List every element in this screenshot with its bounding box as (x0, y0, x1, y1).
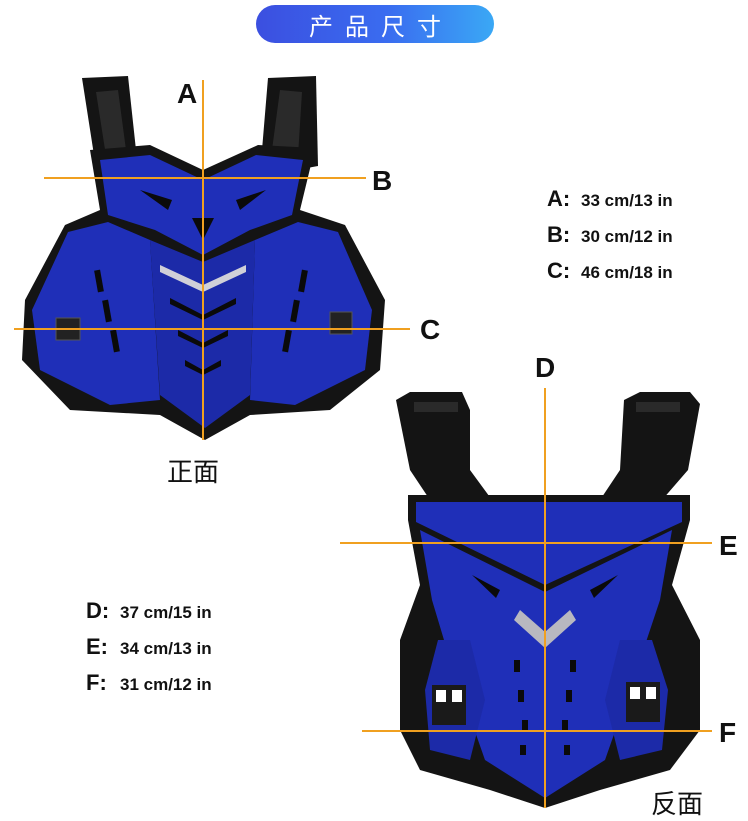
back-dimensions: D: 37 cm/15 in E: 34 cm/13 in F: 31 cm/1… (86, 598, 212, 706)
dimension-f-key: F: (86, 670, 107, 695)
dimension-a-row: A: 33 cm/13 in (547, 186, 673, 222)
back-right-strap (600, 392, 700, 500)
dimension-b-value: 30 cm/12 in (581, 227, 673, 246)
dimension-d-value: 37 cm/15 in (120, 603, 212, 622)
dimension-c-row: C: 46 cm/18 in (547, 258, 673, 294)
page-title: 产品尺寸 (256, 5, 494, 43)
dimension-c-value: 46 cm/18 in (581, 263, 673, 282)
back-caption: 反面 (651, 790, 704, 820)
dimension-c-key: C: (547, 258, 571, 283)
marker-a: A (177, 78, 198, 109)
dimension-f-row: F: 31 cm/12 in (86, 670, 212, 706)
back-left-strap (396, 392, 492, 500)
front-caption: 正面 (167, 458, 220, 488)
dimension-e-row: E: 34 cm/13 in (86, 634, 212, 670)
dimension-d-key: D: (86, 598, 110, 623)
dimension-d-row: D: 37 cm/15 in (86, 598, 212, 634)
dimension-e-value: 34 cm/13 in (120, 639, 212, 658)
marker-d: D (535, 352, 556, 383)
marker-e: E (719, 530, 738, 561)
dimension-a-key: A: (547, 186, 571, 211)
dimension-b-key: B: (547, 222, 571, 247)
front-dimensions: A: 33 cm/13 in B: 30 cm/12 in C: 46 cm/1… (547, 186, 673, 294)
marker-b: B (372, 165, 393, 196)
marker-f: F (719, 717, 737, 748)
dimension-e-key: E: (86, 634, 108, 659)
dimension-f-value: 31 cm/12 in (120, 675, 212, 694)
dimension-b-row: B: 30 cm/12 in (547, 222, 673, 258)
dimension-a-value: 33 cm/13 in (581, 191, 673, 210)
marker-c: C (420, 314, 441, 345)
